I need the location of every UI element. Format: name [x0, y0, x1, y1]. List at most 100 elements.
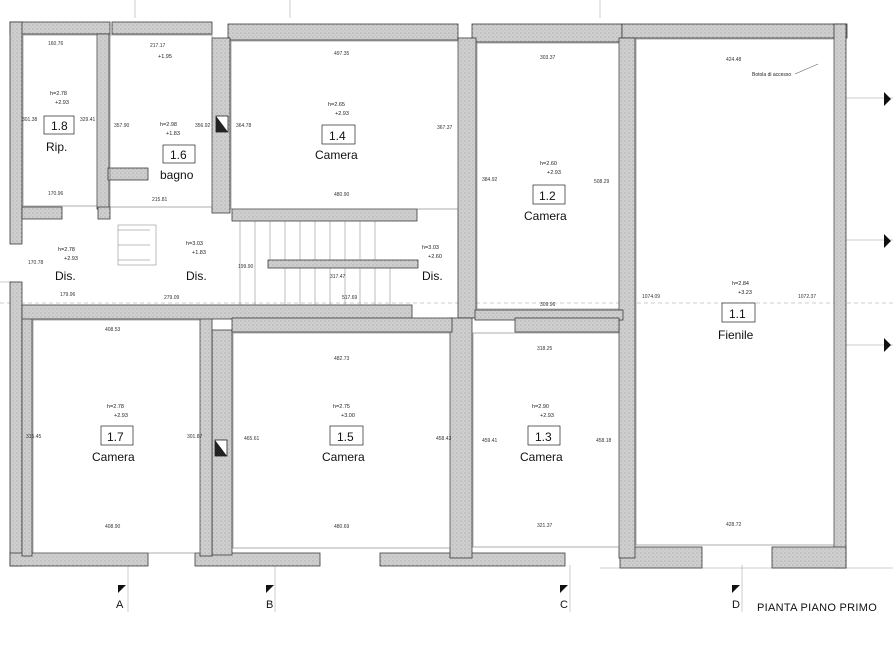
dim-top: 408.53: [105, 327, 121, 333]
staircase: [117, 221, 391, 305]
room-number: 1.4: [329, 129, 346, 143]
hatch-leader: [794, 63, 819, 75]
ceiling-height: h=2.84: [732, 281, 749, 287]
drawing-title: PIANTA PIANO PRIMO: [757, 602, 877, 614]
room-number-box: [527, 425, 561, 446]
ceiling-height: h=2.60: [540, 161, 557, 167]
dim-right: 367.37: [437, 125, 453, 131]
ceiling-height: h=3.03: [186, 241, 203, 247]
floor-level-top: +1.95: [158, 54, 172, 60]
corridor-3: h=3.03 +2.60 199.90 317.47 Dis. 517.69: [238, 245, 443, 301]
floor-level: +2.93: [64, 256, 78, 262]
dim-bottom: 170.96: [48, 191, 64, 197]
dim-left: 1074.09: [642, 294, 660, 300]
section-a: A: [116, 599, 124, 611]
ceiling-height: h=2.65: [328, 102, 345, 108]
floor-level: +2.60: [428, 254, 442, 260]
floor-level: +3.00: [341, 413, 355, 419]
chimney-markers: [214, 115, 229, 457]
dim-right: 356.92: [195, 123, 211, 129]
dim-left: 364.78: [236, 123, 252, 129]
room-name: Rip.: [46, 140, 67, 154]
dim-top: 217.17: [150, 43, 166, 49]
room-number-box: [43, 115, 75, 135]
section-markers: A B C D: [116, 92, 891, 611]
dim-bottom: 215.81: [152, 197, 168, 203]
room-1-6: 217.17 +1.95 357.90 356.92 215.81 h=2.98…: [114, 43, 211, 203]
room-1-7: 408.53 315.45 301.87 408.90 h=2.78 +2.93…: [26, 327, 203, 530]
room-name: Camera: [315, 148, 358, 162]
room-number-box: [321, 124, 356, 145]
dim-top: 424.48: [726, 57, 742, 63]
ceiling-height: h=2.98: [160, 122, 177, 128]
ceiling-height: h=2.78: [107, 404, 124, 410]
dim-right: 508.29: [594, 179, 610, 185]
ceiling-height: h=2.78: [50, 91, 67, 97]
ceiling-height: h=2.78: [58, 247, 75, 253]
dim-left: 465.61: [244, 436, 260, 442]
dim-top: 497.35: [334, 51, 350, 57]
room-number: 1.6: [170, 148, 187, 162]
dim-right: 301.87: [187, 434, 203, 440]
dim-left: 459.41: [482, 438, 498, 444]
dim-bottom: 428.72: [726, 522, 742, 528]
room-number: 1.2: [539, 189, 556, 203]
corridor-name: Dis.: [422, 269, 443, 283]
room-1-2: 303.37 384.92 508.29 309.96 h=2.60 +2.93…: [482, 55, 610, 308]
floor-level: +2.93: [335, 111, 349, 117]
room-outlines: [22, 34, 835, 554]
floor-level: +2.93: [547, 170, 561, 176]
room-1-3: 318.25 459.41 458.18 321.37 h=2.90 +2.93…: [482, 346, 612, 529]
dim-right: 1072.37: [798, 294, 816, 300]
room-number: 1.1: [729, 307, 746, 321]
room-name: bagno: [160, 168, 194, 182]
dim-length: 279.09: [164, 295, 180, 301]
floor-level: +3.23: [738, 290, 752, 296]
floor-level: +1.83: [192, 250, 206, 256]
room-name: Camera: [524, 209, 567, 223]
dim-width: 170.78: [28, 260, 44, 266]
dim-top: 482.73: [334, 356, 350, 362]
room-number-box: [100, 425, 134, 446]
ceiling-height: h=2.75: [333, 404, 350, 410]
room-1-8: 160.76 301.38 329.41 170.96 h=2.78 +2.93…: [22, 41, 96, 197]
dim-right: 329.41: [80, 117, 96, 123]
room-number-box: [532, 184, 566, 205]
dim-length: 179.96: [60, 292, 76, 298]
room-name: Camera: [520, 450, 563, 464]
dim-length: 517.69: [342, 295, 358, 301]
room-number: 1.7: [107, 430, 124, 444]
dim-top: 318.25: [537, 346, 553, 352]
dim-top: 303.37: [540, 55, 556, 61]
dim-top: 160.76: [48, 41, 64, 47]
walls: [9, 21, 848, 569]
section-c: C: [560, 599, 568, 611]
room-number: 1.3: [535, 430, 552, 444]
floor-level: +2.93: [114, 413, 128, 419]
room-name: Fienile: [718, 328, 754, 342]
section-b: B: [266, 599, 273, 611]
dim-left: 384.92: [482, 177, 498, 183]
dim-width: 199.90: [238, 264, 254, 270]
dim-bottom: 309.96: [540, 302, 556, 308]
room-name: Camera: [92, 450, 135, 464]
dim-bottom: 321.37: [537, 523, 553, 529]
room-name: Camera: [322, 450, 365, 464]
floor-level: +2.93: [540, 413, 554, 419]
corridor-2: h=3.03 +1.83 Dis. 279.09: [164, 241, 207, 301]
dim-left: 301.38: [22, 117, 38, 123]
room-number-box: [329, 425, 364, 446]
corridor-1: h=2.78 +2.93 170.78 Dis. 179.96: [28, 247, 78, 298]
corridor-name: Dis.: [186, 269, 207, 283]
floor-level: +2.93: [55, 100, 69, 106]
hatch-label: Botola di accesso: [752, 72, 791, 78]
dim-right: 458.18: [596, 438, 612, 444]
corridor-name: Dis.: [55, 269, 76, 283]
room-1-4: 497.35 364.78 367.37 480.90 h=2.65 +2.93…: [236, 51, 453, 198]
room-1-1: 424.48 Botola di accesso 1074.09 1072.37…: [642, 57, 819, 528]
dim-right: 458.43: [436, 436, 452, 442]
ceiling-height: h=2.90: [532, 404, 549, 410]
ceiling-height: h=3.03: [422, 245, 439, 251]
dim-left: 315.45: [26, 434, 42, 440]
